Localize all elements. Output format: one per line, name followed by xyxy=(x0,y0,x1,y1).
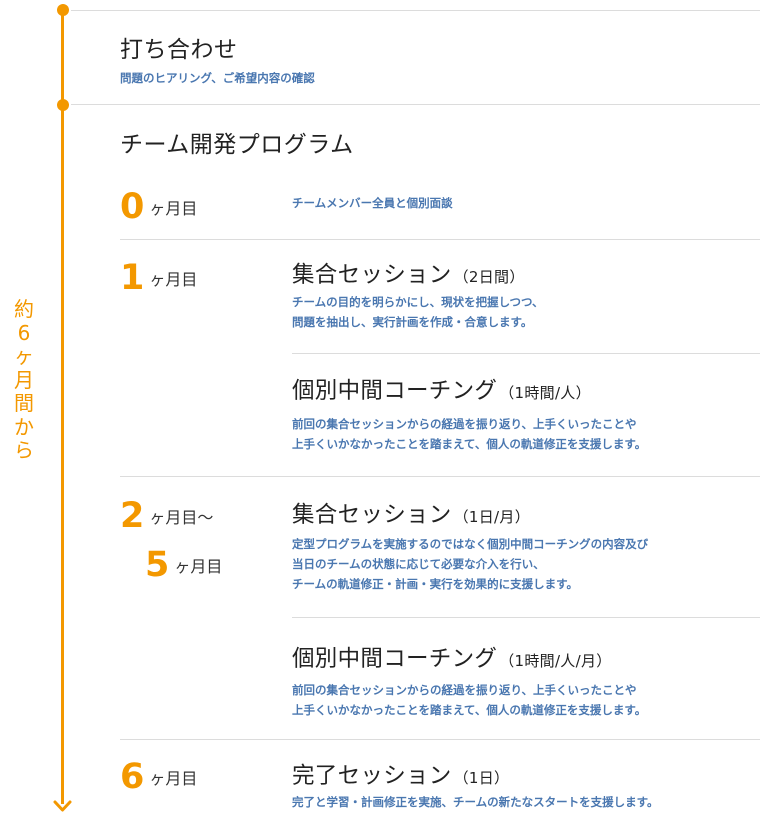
divider xyxy=(71,104,760,105)
month-number: 0 xyxy=(120,187,144,227)
session-title: 個別中間コーチング（1時間/人/月） xyxy=(292,646,612,672)
divider xyxy=(292,617,760,618)
session-desc: 定型プログラムを実施するのではなく個別中間コーチングの内容及び 当日のチームの状… xyxy=(292,537,649,591)
session-desc: 前回の集合セッションからの経過を振り返り、上手くいったことや 上手くいかなかった… xyxy=(292,683,647,717)
session-desc: チームの目的を明らかにし、現状を把握しつつ、 問題を抽出し、実行計画を作成・合意… xyxy=(292,295,544,329)
timeline-dot-program xyxy=(56,99,69,111)
session-desc: チームメンバー全員と個別面談 xyxy=(292,196,453,210)
month-number: 1 xyxy=(120,258,144,298)
duration-label: 約 6 ヶ 月 間 か ら xyxy=(14,297,34,462)
timeline-dot-intro xyxy=(56,4,69,16)
program-title: チーム開発プログラム xyxy=(120,132,354,158)
divider xyxy=(292,353,760,354)
intro-title: 打ち合わせ xyxy=(120,37,238,63)
session-desc: 前回の集合セッションからの経過を振り返り、上手くいったことや 上手くいかなかった… xyxy=(292,417,647,451)
session-title: 集合セッション（2日間） xyxy=(292,262,525,288)
divider xyxy=(120,239,760,240)
month-number: 2 xyxy=(120,496,144,536)
month-number: 5 xyxy=(145,545,169,585)
month-number: 6 xyxy=(120,757,144,797)
divider xyxy=(120,476,760,477)
intro-desc: 問題のヒアリング、ご希望内容の確認 xyxy=(120,71,315,85)
session-title: 完了セッション（1日） xyxy=(292,763,510,789)
session-title: 個別中間コーチング（1時間/人） xyxy=(292,378,591,404)
divider xyxy=(120,739,760,740)
timeline-line xyxy=(61,8,64,804)
session-title: 集合セッション（1日/月） xyxy=(292,502,531,528)
divider xyxy=(71,10,760,11)
arrow-down-icon xyxy=(53,800,72,812)
session-desc: 完了と学習・計画修正を実施、チームの新たなスタートを支援します。 xyxy=(292,795,659,809)
